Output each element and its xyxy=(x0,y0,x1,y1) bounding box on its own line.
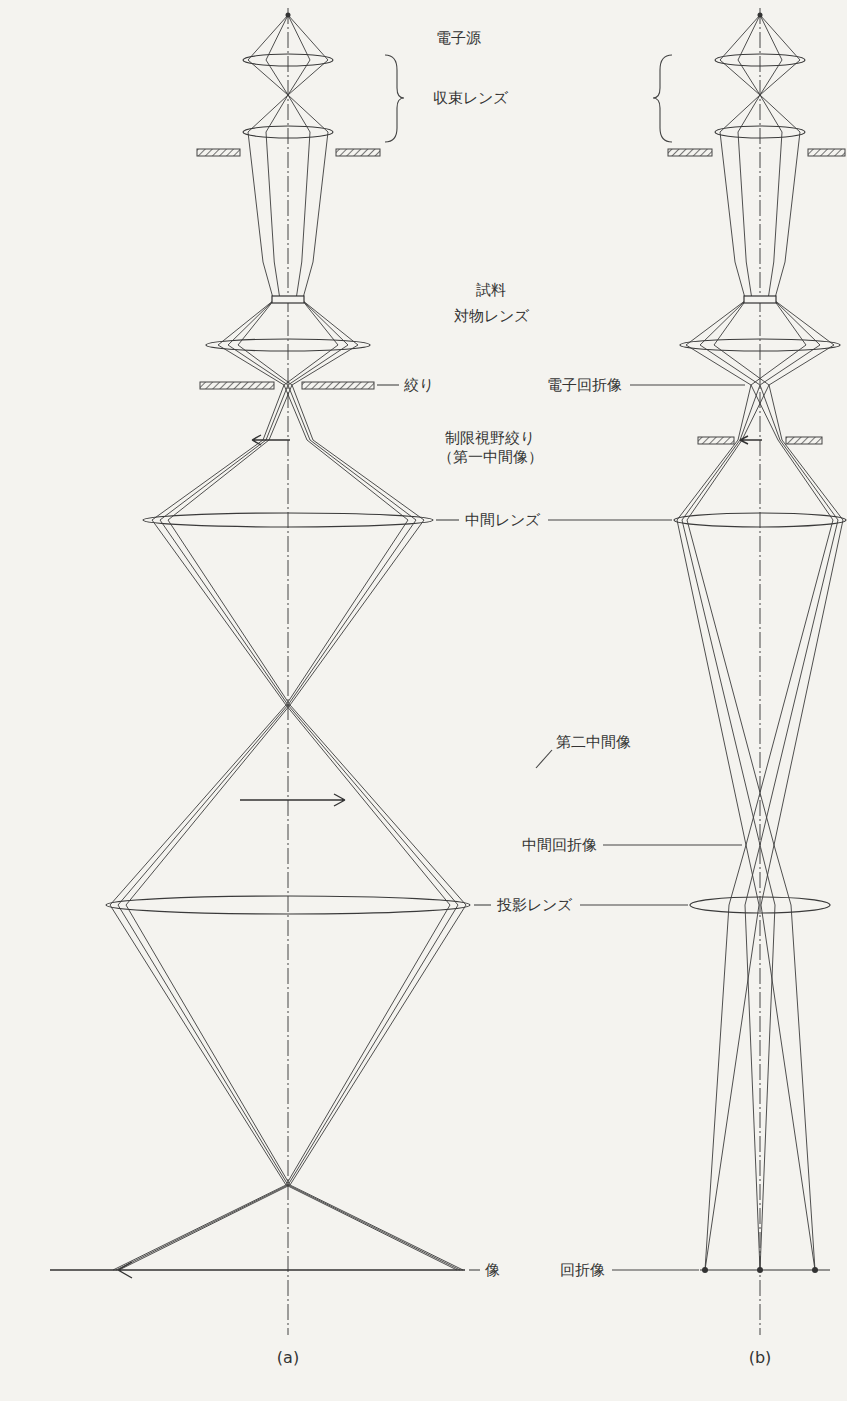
diffraction-spot xyxy=(702,1267,708,1273)
objective-aperture xyxy=(302,382,374,389)
projector-lens xyxy=(690,897,830,913)
specimen xyxy=(744,296,776,303)
selected-area-aperture xyxy=(698,437,734,444)
intermediate-lens xyxy=(143,513,433,527)
first-image-arrow xyxy=(252,435,290,445)
ray-group xyxy=(110,15,843,1270)
image-arrows xyxy=(50,435,762,1278)
bracket xyxy=(653,55,672,142)
diffraction-plane xyxy=(700,1270,830,1271)
condenser-aperture xyxy=(336,149,380,156)
part-label: 回折像 xyxy=(560,1261,605,1280)
source-label: 電子源 xyxy=(436,29,481,48)
part-label: 中間回折像 xyxy=(522,836,597,855)
diffraction-spot xyxy=(812,1267,818,1273)
leader-line xyxy=(474,904,491,905)
electron-ray xyxy=(720,15,800,298)
leader-line xyxy=(580,904,688,905)
condenser-aperture xyxy=(668,149,712,156)
second-image-arrow xyxy=(240,794,345,806)
condenser-lens xyxy=(243,54,333,66)
optical-axis xyxy=(288,8,289,1335)
leader-line xyxy=(630,384,745,385)
electron-ray xyxy=(682,300,820,1270)
lenses xyxy=(106,54,846,914)
leader-line xyxy=(536,750,552,768)
condenser-aperture xyxy=(808,149,845,156)
electron-ray xyxy=(687,300,834,1270)
electron-ray xyxy=(720,15,800,298)
diffraction-spot xyxy=(757,1267,763,1273)
electron-ray xyxy=(248,15,328,298)
apertures xyxy=(197,149,845,444)
leader-line xyxy=(548,519,672,520)
panel-label: (a) xyxy=(277,1348,299,1368)
part-label: 第二中間像 xyxy=(556,733,631,752)
objective-lens xyxy=(680,339,840,351)
intermediate-lens xyxy=(674,513,846,527)
bracket xyxy=(385,55,404,142)
condenser-lens xyxy=(243,126,333,138)
part-label: 中間レンズ xyxy=(465,511,540,530)
final-image-arrow xyxy=(50,1262,465,1278)
condenser-aperture xyxy=(197,149,240,156)
electron-ray xyxy=(248,15,328,298)
leader-line xyxy=(377,384,399,385)
leader-line xyxy=(603,844,742,845)
specimens xyxy=(272,296,776,303)
condenser-lens xyxy=(715,126,805,138)
part-label: 電子回折像 xyxy=(547,376,622,395)
part-label: 像 xyxy=(485,1261,500,1280)
electron-ray xyxy=(738,15,782,298)
selected-area-aperture xyxy=(786,437,822,444)
leader-line xyxy=(436,519,459,520)
electron-ray xyxy=(126,300,463,1270)
electron-ray xyxy=(686,300,833,1270)
condenser-lens xyxy=(715,54,805,66)
electron-source xyxy=(758,13,763,18)
leader-line xyxy=(469,1269,480,1270)
electron-source xyxy=(286,13,291,18)
objective-aperture xyxy=(200,382,274,389)
part-label: 試料 xyxy=(476,281,506,300)
optical-axes xyxy=(288,8,760,1335)
optical-axis xyxy=(760,8,761,1335)
part-label: 制限視野絞り （第一中間像） xyxy=(431,429,549,467)
electron-ray xyxy=(700,300,838,1270)
lens-group-label: 収束レンズ xyxy=(433,89,508,108)
specimen xyxy=(272,296,304,303)
electron-ray xyxy=(119,300,466,1270)
first-image-arrow xyxy=(740,436,762,444)
leader-lines xyxy=(377,55,745,1270)
electron-ray xyxy=(113,300,450,1270)
sources xyxy=(286,13,763,18)
electron-ray xyxy=(266,15,310,298)
objective-lens xyxy=(206,339,370,351)
electron-ray xyxy=(110,300,457,1270)
part-label: 絞り xyxy=(404,376,434,395)
electron-ray xyxy=(738,15,782,298)
part-label: 投影レンズ xyxy=(497,896,572,915)
projector-lens xyxy=(106,896,470,914)
electron-ray xyxy=(116,300,458,1270)
leader-line xyxy=(612,1269,699,1270)
electron-ray xyxy=(118,300,460,1270)
electron-ray xyxy=(677,300,806,1270)
electron-ray xyxy=(266,15,310,298)
panel-label: (b) xyxy=(749,1348,772,1368)
part-label: 対物レンズ xyxy=(454,307,529,326)
diffraction-spots xyxy=(700,1267,830,1273)
